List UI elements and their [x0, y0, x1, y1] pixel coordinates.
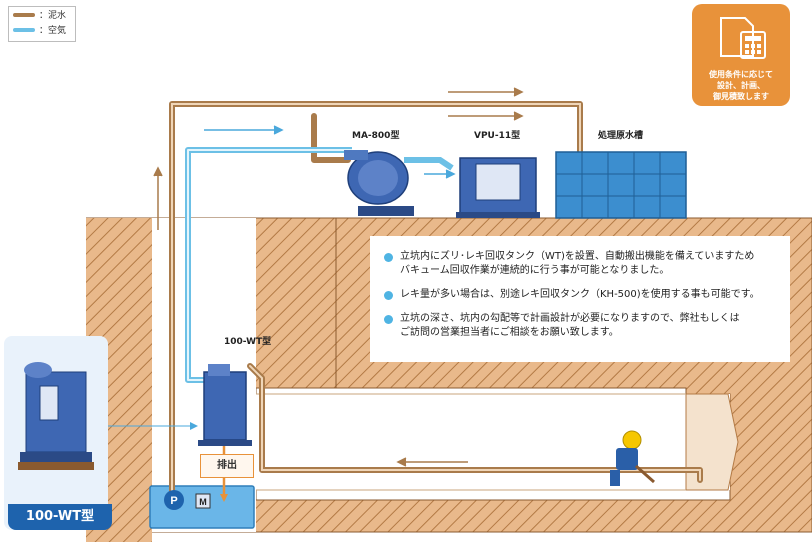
note-item: 立坑の深さ、坑内の勾配等で計画設計が必要になりますので、弊社もしくは ご訪問の営…: [370, 312, 790, 340]
label-treatment-tank: 処理原水槽: [598, 131, 644, 141]
badge-text: 使用条件に応じて 設計、計画、 御見積致します: [709, 70, 773, 101]
note-item: 立坑内にズリ･レキ回収タンク（WT)を設置、自動搬出機能を備えていますため バキ…: [370, 250, 790, 278]
vpu11-unit: [456, 157, 540, 218]
photo-title: 100-WT型: [8, 504, 112, 530]
treatment-tank: [555, 151, 687, 219]
discharge-box: 排出: [200, 454, 254, 478]
label-vpu11: VPU-11型: [474, 131, 521, 141]
label-wt100: 100-WT型: [224, 337, 272, 347]
document-calculator-icon: [720, 17, 766, 59]
tunnel: [256, 394, 730, 490]
bullet-icon: [384, 291, 393, 300]
pump-label: P: [170, 495, 177, 507]
bullet-icon: [384, 253, 393, 262]
motor-symbol: [195, 493, 211, 509]
info-notes: 立坑内にズリ･レキ回収タンク（WT)を設置、自動搬出機能を備えていますため バキ…: [370, 236, 790, 362]
worker-figure: [610, 430, 655, 486]
wt100-unit: [198, 364, 252, 502]
note-text: 立坑内にズリ･レキ回収タンク（WT)を設置、自動搬出機能を備えていますため バキ…: [400, 251, 755, 276]
note-text: レキ量が多い場合は、別途レキ回収タンク（KH-500)を使用する事も可能です。: [400, 289, 760, 300]
note-item: レキ量が多い場合は、別途レキ回収タンク（KH-500)を使用する事も可能です。: [370, 288, 790, 302]
pump-symbol: [164, 490, 184, 510]
flow-arrows: [153, 87, 524, 467]
product-photo-card: 100-WT型: [4, 336, 112, 530]
product-illustration: [18, 362, 94, 470]
legend: ：泥水 ：空気: [8, 6, 76, 42]
label-ma800: MA-800型: [352, 131, 400, 141]
tunnel-lining: [256, 393, 686, 491]
tunnel-face: [685, 393, 739, 491]
mud-water-swatch: [13, 12, 35, 17]
bullet-icon: [384, 315, 393, 324]
note-text: 立坑の深さ、坑内の勾配等で計画設計が必要になりますので、弊社もしくは ご訪問の営…: [400, 313, 740, 338]
motor-label: M: [199, 497, 207, 507]
legend-mud-water: ：泥水: [39, 11, 67, 21]
air-swatch: [13, 27, 35, 32]
estimate-badge: 使用条件に応じて 設計、計画、 御見積致します: [692, 4, 790, 106]
ma800-unit: [344, 150, 414, 216]
legend-air: ：空気: [39, 26, 67, 36]
